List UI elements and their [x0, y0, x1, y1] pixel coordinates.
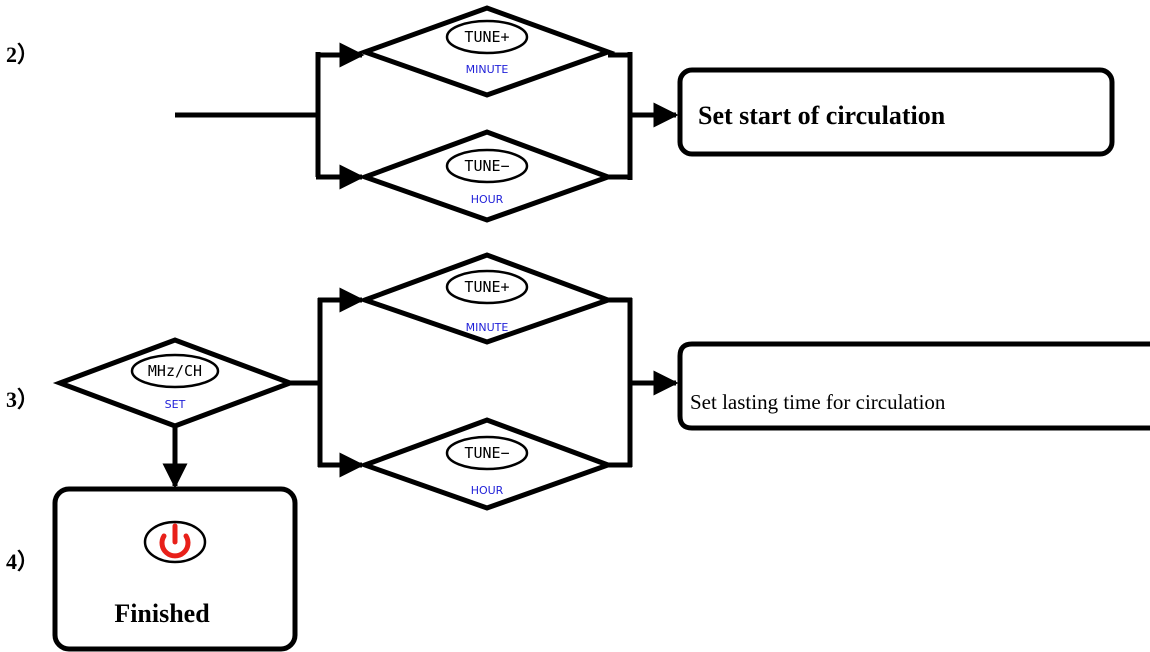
set-label: SET: [165, 398, 186, 411]
power-icon[interactable]: [143, 520, 207, 564]
tune-plus-key[interactable]: [445, 19, 529, 55]
tune-minus-key[interactable]: [445, 148, 529, 184]
finished-text: Finished: [114, 599, 210, 628]
tune-plus-label: TUNE+: [464, 28, 509, 46]
tune-minus-label: TUNE−: [464, 157, 509, 175]
set-start-text: Set start of circulation: [698, 101, 946, 130]
step-4-label: 4）: [6, 549, 39, 574]
tune-minus-label: TUNE−: [464, 444, 509, 462]
set-start-box: Set start of circulation: [677, 67, 1115, 157]
minute-label: MINUTE: [466, 63, 509, 76]
tune-plus-minute-diamond-step2: TUNE+ MINUTE: [357, 5, 616, 98]
tune-minus-key[interactable]: [445, 435, 529, 471]
tune-minus-hour-diamond-step3: TUNE− HOUR: [357, 417, 616, 511]
tune-minus-hour-diamond-step2: TUNE− HOUR: [357, 129, 616, 223]
finished-box: Finished: [52, 486, 298, 652]
hour-label: HOUR: [471, 193, 504, 206]
step-3-label: 3）: [6, 387, 39, 412]
tune-plus-key[interactable]: [445, 269, 529, 305]
minute-label: MINUTE: [466, 321, 509, 334]
set-lasting-text: Set lasting time for circulation: [690, 390, 946, 414]
mhz-ch-label: MHz/CH: [148, 362, 202, 380]
hour-label: HOUR: [471, 484, 504, 497]
mhz-ch-set-diamond: MHz/CH SET: [52, 337, 298, 429]
set-lasting-box: Set lasting time for circulation: [677, 341, 1150, 431]
mhz-ch-key[interactable]: [130, 353, 220, 389]
tune-plus-minute-diamond-step3: TUNE+ MINUTE: [357, 252, 616, 345]
step-2-label: 2）: [6, 42, 39, 67]
tune-plus-label: TUNE+: [464, 278, 509, 296]
